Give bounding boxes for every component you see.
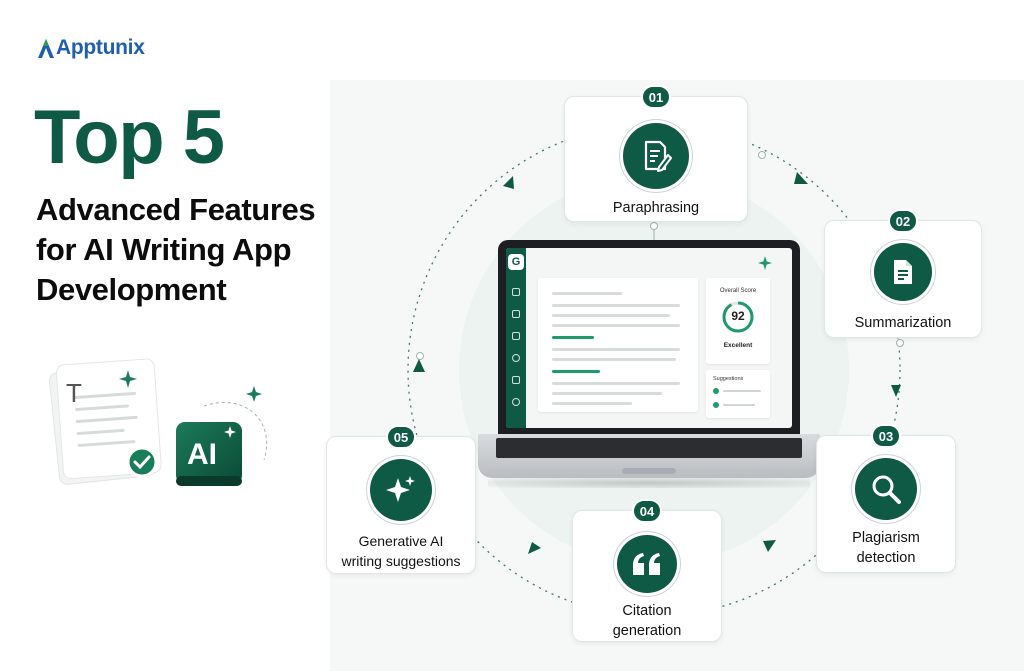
- feature-card-plagiarism-detection: 03 Plagiarism detection: [816, 424, 956, 573]
- subtitle-line-3: Development: [36, 272, 227, 307]
- document-pen-icon: [644, 140, 672, 172]
- quote-icon: [512, 332, 520, 340]
- score-value: 92: [731, 309, 745, 323]
- check-icon: [133, 455, 151, 470]
- feature-card-generative-ai-suggestions: 05 Generative AI writing suggestions: [326, 425, 476, 574]
- feature-icon-badge: [370, 459, 432, 521]
- feature-label: Generative AI writing suggestions: [341, 533, 461, 569]
- laptop-keyboard: [496, 438, 802, 458]
- ai-document-illustration: T AI: [36, 352, 304, 522]
- feature-card-citation-generation: 04 Citation generation: [572, 499, 722, 642]
- feature-label: Summarization: [854, 315, 952, 331]
- page-title: Top 5: [34, 95, 225, 180]
- document-list-icon: [894, 260, 912, 284]
- magnifier-icon: [872, 475, 901, 504]
- laptop-trackpad-notch: [622, 468, 676, 474]
- feature-icon-badge: [874, 243, 932, 301]
- score-label: Excellent: [723, 342, 753, 349]
- doc-letter: T: [66, 378, 82, 408]
- feature-label: Paraphrasing: [612, 200, 700, 216]
- feature-card-summarization: 02 Summarization: [824, 209, 982, 338]
- feature-label: Citation generation: [612, 603, 682, 639]
- feature-icon-badge: [855, 458, 917, 520]
- document-editor-panel: [538, 278, 698, 412]
- feature-label: Plagiarism detection: [852, 530, 920, 566]
- feature-number: 01: [641, 85, 671, 109]
- overall-score-panel: Overall Score 92 Excellent: [706, 278, 770, 364]
- feature-card-paraphrasing: 01 Paraphrasing: [564, 85, 748, 222]
- subtitle-line-2: for AI Writing App: [36, 232, 292, 267]
- sparkle-icon: [246, 386, 262, 402]
- ai-document-graphic: T AI: [48, 358, 268, 486]
- laptop-screen-frame: G: [498, 240, 800, 436]
- laptop-mockup: G: [478, 240, 820, 488]
- page-subtitle: Advanced Features for AI Writing App Dev…: [36, 190, 366, 310]
- feature-icon-badge: [623, 123, 689, 189]
- check-circle-icon: [512, 354, 520, 362]
- sparkle-icon: [758, 256, 772, 270]
- check-icon: [713, 402, 719, 408]
- feature-icon-badge: [617, 535, 677, 593]
- sparkle-icon: [119, 370, 137, 388]
- user-icon: [512, 398, 520, 406]
- feature-number: 05: [386, 425, 416, 449]
- ai-badge: [176, 422, 242, 484]
- apptunix-logo-icon: [38, 39, 54, 58]
- brand-name: Apptunix: [56, 36, 145, 59]
- score-title: Overall Score: [719, 288, 757, 294]
- quote-icon: [633, 553, 660, 575]
- feature-number: 03: [871, 424, 901, 448]
- app-logo: G: [508, 254, 524, 270]
- app-sidebar: G: [506, 248, 526, 428]
- subtitle-line-1: Advanced Features: [36, 192, 316, 227]
- feature-number: 04: [632, 499, 662, 523]
- check-icon: [713, 388, 719, 394]
- ai-badge-text: AI: [187, 438, 217, 471]
- score-ring: [722, 301, 754, 333]
- writing-app-screen: G: [506, 248, 792, 428]
- feature-number: 02: [888, 209, 918, 233]
- suggestions-title: Suggestions: [713, 376, 744, 382]
- check-badge: [126, 446, 158, 478]
- suggestions-panel: Suggestions: [706, 370, 770, 418]
- pen-icon: [512, 376, 520, 384]
- list-icon: [512, 310, 520, 318]
- sparkle-icon: [386, 476, 415, 502]
- brand-logo[interactable]: Apptunix: [37, 33, 145, 59]
- home-icon: [512, 288, 520, 296]
